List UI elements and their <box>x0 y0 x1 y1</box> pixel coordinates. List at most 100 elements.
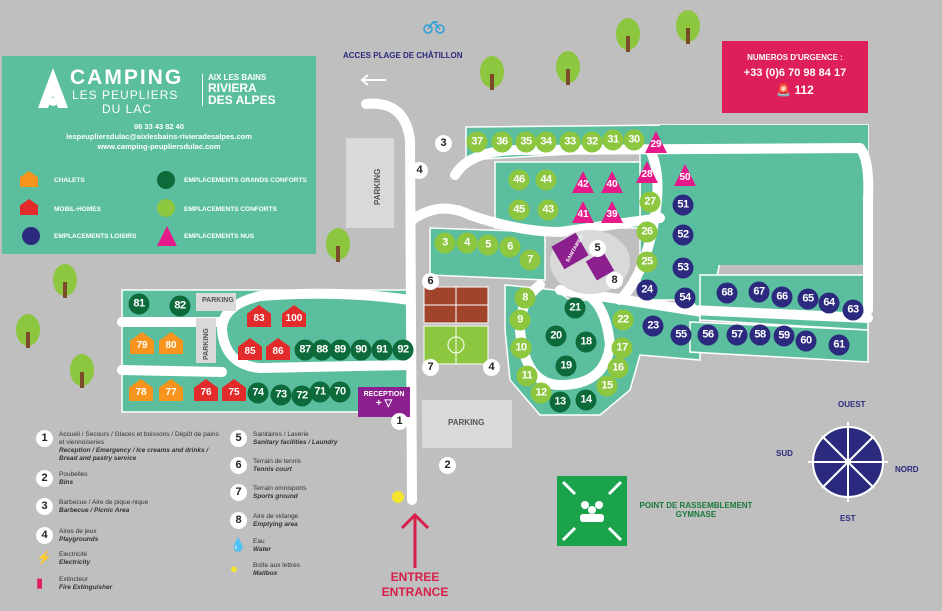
pitch-31[interactable]: 31 <box>602 129 624 151</box>
contact-email[interactable]: lespeupliersdulac@aixlesbains-rivierades… <box>66 132 252 141</box>
pitch-44[interactable]: 44 <box>535 169 557 191</box>
pitch-43[interactable]: 43 <box>537 199 559 221</box>
chalet-78[interactable]: 78 <box>129 379 153 401</box>
pitch-55[interactable]: 55 <box>670 324 692 346</box>
pitch-36[interactable]: 36 <box>491 131 513 153</box>
pitch-33[interactable]: 33 <box>559 131 581 153</box>
pitch-4[interactable]: 4 <box>456 232 478 254</box>
pitch-25[interactable]: 25 <box>636 251 658 273</box>
mobil-home-75[interactable]: 75 <box>222 379 246 401</box>
pitch-21[interactable]: 21 <box>564 297 586 319</box>
pitch-35[interactable]: 35 <box>515 131 537 153</box>
pitch-91[interactable]: 91 <box>371 339 393 361</box>
pitch-52[interactable]: 52 <box>672 224 694 246</box>
pitch-24[interactable]: 24 <box>636 279 658 301</box>
mobil-home-100[interactable]: 100 <box>282 305 306 327</box>
pitch-54[interactable]: 54 <box>674 287 696 309</box>
pitch-14[interactable]: 14 <box>575 389 597 411</box>
pitch-46[interactable]: 46 <box>508 169 530 191</box>
pitch-30[interactable]: 30 <box>623 129 645 151</box>
pitch-13[interactable]: 13 <box>549 391 571 413</box>
beach-access-label[interactable]: ACCES PLAGE DE CHÂTILLON <box>343 51 463 60</box>
mobil-home-83[interactable]: 83 <box>247 305 271 327</box>
emergency-phone[interactable]: +33 (0)6 70 98 84 17 <box>743 67 847 79</box>
pitch-73[interactable]: 73 <box>270 384 292 406</box>
pitch-12[interactable]: 12 <box>530 382 552 404</box>
emergency-number[interactable]: 112 <box>794 83 814 97</box>
pitch-18[interactable]: 18 <box>575 331 597 353</box>
pitch-16[interactable]: 16 <box>607 357 629 379</box>
pitch-10[interactable]: 10 <box>510 337 532 359</box>
pitch-82[interactable]: 82 <box>169 295 191 317</box>
pitch-53[interactable]: 53 <box>672 257 694 279</box>
parking-main-area <box>346 138 394 228</box>
pitch-59[interactable]: 59 <box>773 325 795 347</box>
pitch-66[interactable]: 66 <box>771 286 793 308</box>
pitch-9[interactable]: 9 <box>509 309 531 331</box>
facility-marker-8[interactable]: 8 <box>606 272 623 289</box>
pitch-71[interactable]: 71 <box>309 381 331 403</box>
pitch-67[interactable]: 67 <box>748 281 770 303</box>
brand-name: CAMPING <box>70 66 184 89</box>
pitch-74[interactable]: 74 <box>247 382 269 404</box>
mobil-home-86[interactable]: 86 <box>266 338 290 360</box>
pitch-6[interactable]: 6 <box>499 236 521 258</box>
pitch-23[interactable]: 23 <box>642 315 664 337</box>
pitch-22[interactable]: 22 <box>612 309 634 331</box>
pitch-15[interactable]: 15 <box>596 375 618 397</box>
pitch-60[interactable]: 60 <box>795 330 817 352</box>
legend-loisirs: EMPLACEMENTS LOISIRS <box>54 233 137 240</box>
mobil-home-85[interactable]: 85 <box>238 338 262 360</box>
pitch-51[interactable]: 51 <box>672 194 694 216</box>
facility-marker-1[interactable]: 1 <box>391 413 408 430</box>
pitch-61[interactable]: 61 <box>828 334 850 356</box>
legend-loisirs-icon <box>22 227 40 245</box>
chalet-80[interactable]: 80 <box>159 332 183 354</box>
facility-marker-4[interactable]: 4 <box>411 162 428 179</box>
facility-marker-4[interactable]: 4 <box>483 359 500 376</box>
pitch-92[interactable]: 92 <box>392 339 414 361</box>
pitch-87[interactable]: 87 <box>294 339 316 361</box>
pitch-58[interactable]: 58 <box>749 324 771 346</box>
facility-marker-3[interactable]: 3 <box>435 135 452 152</box>
contact-phone[interactable]: 06 33 43 82 40 <box>133 122 185 131</box>
pitch-70[interactable]: 70 <box>329 381 351 403</box>
pitch-19[interactable]: 19 <box>555 355 577 377</box>
pitch-57[interactable]: 57 <box>726 324 748 346</box>
pitch-89[interactable]: 89 <box>329 339 351 361</box>
facility-marker-2[interactable]: 2 <box>439 457 456 474</box>
road-north <box>450 143 874 315</box>
pitch-64[interactable]: 64 <box>818 292 840 314</box>
pitch-20[interactable]: 20 <box>545 325 567 347</box>
facility-marker-7[interactable]: 7 <box>422 359 439 376</box>
pitch-26[interactable]: 26 <box>636 221 658 243</box>
mobil-home-76[interactable]: 76 <box>194 379 218 401</box>
mailbox-icon <box>392 491 404 503</box>
pitch-90[interactable]: 90 <box>350 339 372 361</box>
pitch-11[interactable]: 11 <box>516 365 538 387</box>
pitch-3[interactable]: 3 <box>434 232 456 254</box>
facility-marker-5[interactable]: 5 <box>589 240 606 257</box>
pitch-5[interactable]: 5 <box>477 234 499 256</box>
chalet-77[interactable]: 77 <box>159 379 183 401</box>
pitch-8[interactable]: 8 <box>514 287 536 309</box>
reception-building[interactable]: RECEPTION+ ▽ <box>358 387 410 417</box>
pitch-32[interactable]: 32 <box>581 131 603 153</box>
pitch-56[interactable]: 56 <box>697 324 719 346</box>
pitch-68[interactable]: 68 <box>716 282 738 304</box>
pitch-72[interactable]: 72 <box>291 385 313 407</box>
pitch-81[interactable]: 81 <box>128 293 150 315</box>
pitch-88[interactable]: 88 <box>311 339 333 361</box>
pitch-17[interactable]: 17 <box>611 337 633 359</box>
facility-marker-6[interactable]: 6 <box>422 273 439 290</box>
pitch-45[interactable]: 45 <box>508 199 530 221</box>
pitch-37[interactable]: 37 <box>466 131 488 153</box>
pitch-63[interactable]: 63 <box>842 299 864 321</box>
pitch-27[interactable]: 27 <box>639 191 661 213</box>
contact-website[interactable]: www.camping-peupliersdulac.com <box>97 142 221 151</box>
pitch-65[interactable]: 65 <box>797 288 819 310</box>
pitch-7[interactable]: 7 <box>519 249 541 271</box>
compass-nord: NORD <box>895 465 919 474</box>
pitch-34[interactable]: 34 <box>535 131 557 153</box>
chalet-79[interactable]: 79 <box>130 332 154 354</box>
